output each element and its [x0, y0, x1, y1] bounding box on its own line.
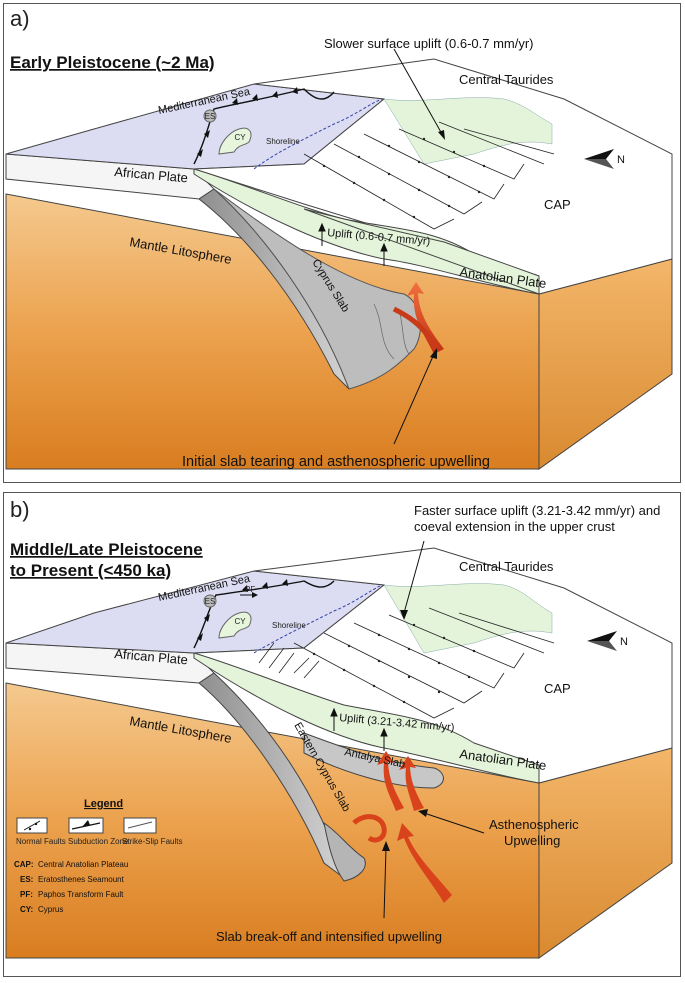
legend-title: Legend [84, 798, 123, 810]
normal-faults [258, 607, 555, 719]
uplift-arrows [330, 707, 388, 751]
north-label: N [620, 636, 628, 648]
panel-a: ES CY N a) Early Pleistocene (~2 Ma) Slo… [3, 3, 681, 483]
panel-title-line2: to Present (<450 ka) [10, 561, 171, 580]
es-seamount [203, 594, 217, 608]
es-label: ES [205, 597, 216, 606]
legend-strike-slip-label: Strike-Slip Faults [122, 837, 182, 846]
leader-top [403, 540, 425, 614]
mantle-front-face [5, 682, 540, 959]
panel-b: ES PF CY N b) Middle/Late Ple [3, 492, 681, 977]
legend-key-abbr-es: ES: [20, 875, 33, 884]
leader-top [393, 48, 443, 135]
legend-key-text-cap: Central Anatolian Plateau [38, 860, 128, 869]
upwelling-label-line1: Asthenospheric [489, 817, 579, 832]
top-annotation: Slower surface uplift (0.6-0.7 mm/yr) [324, 36, 534, 51]
subduction-teeth [197, 87, 298, 157]
legend-normal-faults-label: Normal Faults [16, 837, 66, 846]
panel-a-diagram: ES CY N a) Early Pleistocene (~2 Ma) Slo… [5, 6, 673, 470]
leader-bottom [383, 847, 387, 919]
upwelling-arrow-2 [399, 756, 424, 811]
panel-letter: b) [10, 497, 30, 522]
legend-key-abbr-cy: CY: [20, 905, 33, 914]
anatolian-plate-surface [193, 652, 540, 784]
leader-upwelling [423, 812, 485, 834]
legend-subduction-label: Subduction Zone [68, 837, 129, 846]
block-side-face [538, 258, 673, 470]
subduction-teeth [197, 579, 288, 641]
taurides-green [383, 583, 553, 654]
legend-normal-fault-line [23, 820, 41, 831]
north-arrow [587, 631, 617, 651]
taurides-green [383, 97, 553, 165]
shoreline-line [253, 98, 383, 170]
normal-fault-ticks [322, 137, 486, 219]
panel-title: Early Pleistocene (~2 Ma) [10, 53, 215, 72]
central-taurides-label: Central Taurides [459, 559, 554, 574]
panel-title-line1: Middle/Late Pleistocene [10, 540, 203, 559]
bottom-annotation: Slab break-off and intensified upwelling [216, 929, 442, 944]
slab-breakoff [323, 821, 366, 882]
es-label: ES [205, 112, 216, 121]
upwelling-arrow-1 [377, 751, 404, 811]
upwelling-arrow-3 [397, 823, 452, 903]
panel-letter: a) [10, 6, 30, 31]
upwelling-arrow-1 [407, 282, 444, 354]
es-seamount [203, 109, 217, 123]
upwelling-arrow-curl [352, 814, 387, 843]
slab-torn-surface [213, 188, 422, 390]
top-annotation-line1: Faster surface uplift (3.21-3.42 mm/yr) … [414, 503, 660, 518]
shoreline-label: Shoreline [266, 137, 300, 146]
mantle-front-face [5, 193, 540, 470]
block-side-face [538, 747, 673, 959]
bottom-annotation: Initial slab tearing and asthenospheric … [182, 454, 490, 470]
top-annotation-line2: coeval extension in the upper crust [414, 519, 615, 534]
cyprus-island [218, 611, 252, 639]
anatolian-crust [303, 208, 540, 295]
upwelling-label-line2: Upwelling [504, 833, 560, 848]
cy-label: CY [234, 133, 246, 142]
central-taurides-label: Central Taurides [459, 72, 554, 87]
legend-key-text-cy: Cyprus [38, 905, 63, 914]
panel-b-diagram: ES PF CY N b) Middle/Late Ple [5, 497, 673, 959]
shoreline-label: Shoreline [272, 621, 306, 630]
north-label: N [617, 154, 625, 166]
uplift-arrows [318, 222, 388, 266]
legend-key-text-pf: Paphos Transform Fault [38, 890, 124, 899]
normal-faults [303, 121, 555, 230]
upwelling-arrow-2 [392, 306, 439, 351]
pf-label: PF [245, 585, 255, 594]
cy-label: CY [234, 617, 246, 626]
african-plate-label: African Plate [114, 164, 189, 185]
normal-fault-ticks [312, 623, 476, 704]
legend-key-abbr-cap: CAP: [14, 860, 34, 869]
north-arrow [584, 149, 614, 169]
african-plate-label: African Plate [114, 646, 189, 667]
shoreline-line [253, 584, 383, 654]
legend: Legend Normal Faults Subduction Zone Str… [14, 798, 182, 914]
cyprus-island [218, 127, 252, 155]
cap-label: CAP [544, 197, 571, 212]
cap-label: CAP [544, 681, 571, 696]
legend-key-abbr-pf: PF: [20, 890, 33, 899]
legend-key-text-es: Eratosthenes Seamount [38, 875, 125, 884]
leader-bottom [393, 353, 435, 445]
